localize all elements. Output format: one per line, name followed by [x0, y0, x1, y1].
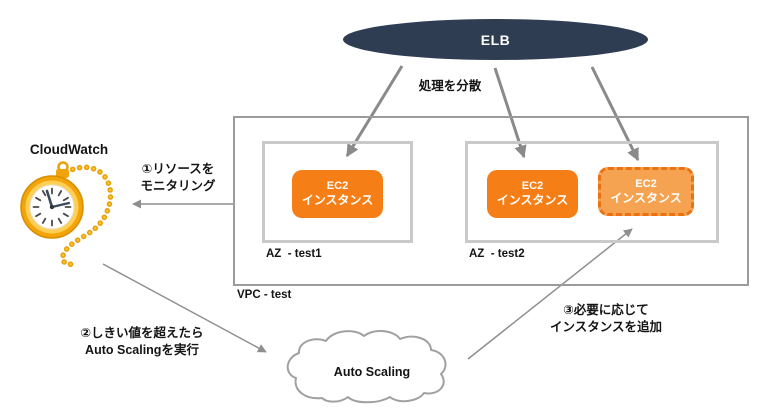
vpc-label: VPC - test	[237, 289, 292, 301]
arrow-cloudwatch-to-autoscaling	[102, 263, 267, 353]
az1-container	[262, 141, 413, 243]
ec2-instance-az2: EC2 インスタンス	[487, 170, 578, 218]
elb-node: ELB	[343, 19, 648, 60]
ec2-label-line1: EC2	[521, 180, 544, 193]
step2-threshold-label: ②しきい値を超えたら Auto Scalingを実行	[68, 325, 216, 359]
ec2-label-line2: インスタンス	[496, 193, 569, 208]
step2-line2: Auto Scalingを実行	[85, 342, 199, 357]
step3-line1: ③必要に応じて	[563, 303, 649, 317]
arrow-autoscaling-to-new-instance	[467, 228, 633, 360]
elb-label: ELB	[480, 31, 511, 48]
ec2-label-line2: インスタンス	[301, 193, 374, 208]
az2-container	[465, 141, 719, 243]
ec2-label-line1: EC2	[326, 180, 349, 193]
step1-line1: ①リソースを	[141, 162, 215, 176]
autoscaling-label: Auto Scaling	[333, 365, 411, 379]
cloudwatch-watch-icon	[20, 161, 114, 267]
distribute-load-label: 処理を分散	[418, 79, 482, 93]
az1-label: AZ - test1	[266, 248, 322, 260]
autoscaling-cloud	[286, 330, 447, 404]
vpc-container	[233, 116, 749, 286]
step1-line2: モニタリング	[140, 178, 216, 193]
arrow-elb-to-ec2-new	[590, 66, 640, 162]
ec2-instance-az1: EC2 インスタンス	[292, 170, 383, 218]
ec2-instance-new-dashed: EC2 インスタンス	[598, 167, 694, 216]
ec2-label-line2: インスタンス	[610, 190, 682, 205]
cloudwatch-label: CloudWatch	[29, 142, 109, 157]
step1-monitoring-label: ①リソースを モニタリング	[126, 161, 230, 195]
step2-line1: ②しきい値を超えたら	[80, 326, 204, 340]
step3-line2: インスタンスを追加	[549, 319, 662, 334]
step3-add-instance-label: ③必要に応じて インスタンスを追加	[535, 302, 677, 336]
az2-label: AZ - test2	[469, 248, 525, 260]
ec2-label-line1: EC2	[635, 177, 657, 190]
